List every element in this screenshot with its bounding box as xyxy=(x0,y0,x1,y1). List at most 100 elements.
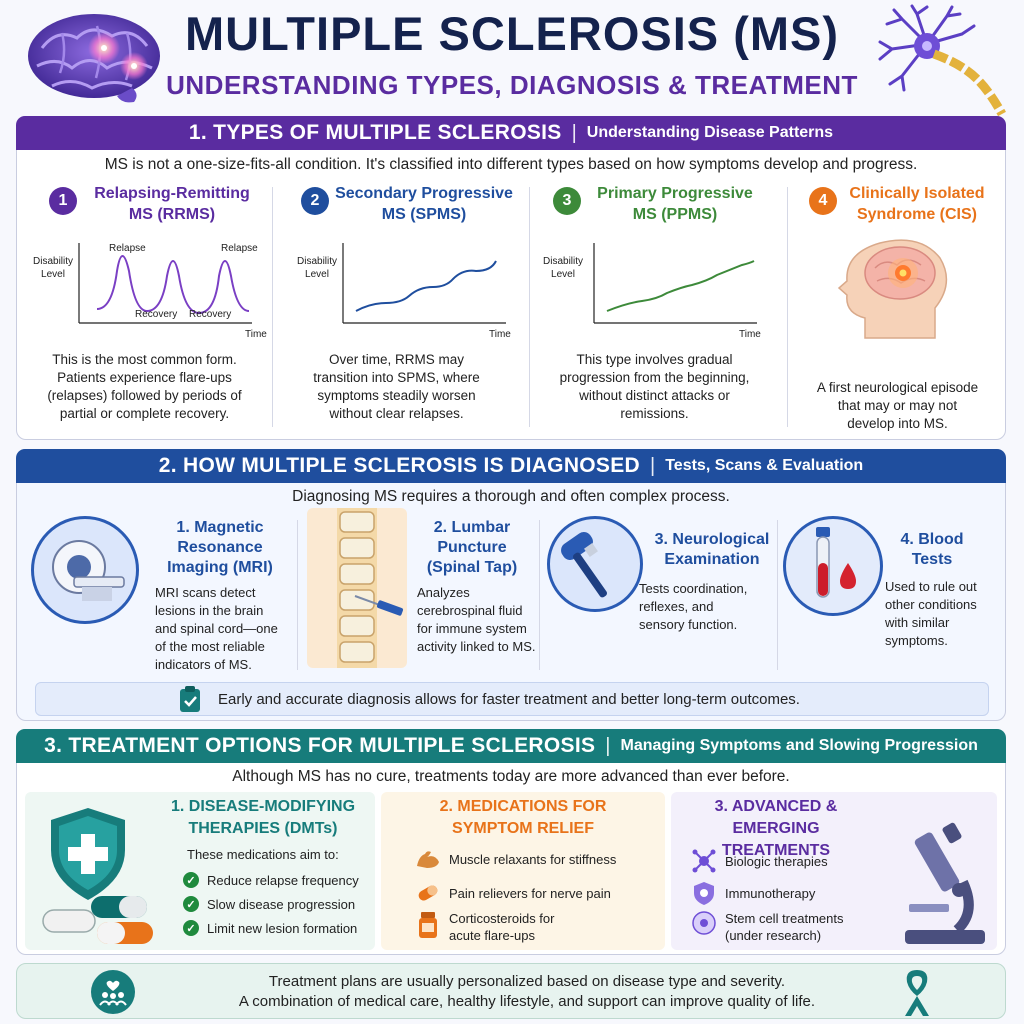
type-number-badge: 2 xyxy=(301,187,329,215)
footer-text: Treatment plans are usually personalized… xyxy=(238,973,816,1010)
check-icon: ✓ xyxy=(183,920,199,936)
diagnosis-note: Early and accurate diagnosis allows for … xyxy=(218,690,800,708)
diagnosis-note-bar: Early and accurate diagnosis allows for … xyxy=(35,682,989,716)
type-description: This is the most common form.Patients ex… xyxy=(47,352,242,421)
spine-needle-icon xyxy=(337,508,404,668)
blood-icon-circle xyxy=(783,516,883,616)
mri-icon-circle xyxy=(31,516,139,624)
support-group-icon xyxy=(91,970,135,1014)
diagnosis-section-header: 2. HOW MULTIPLE SCLEROSIS IS DIAGNOSED |… xyxy=(16,449,1006,483)
dmt-list: ✓Reduce relapse frequency ✓Slow disease … xyxy=(183,872,359,936)
treatment-header-title: 3. TREATMENT OPTIONS FOR MULTIPLE SCLERO… xyxy=(44,734,596,757)
relapse-label: Relapse xyxy=(109,243,146,254)
types-intro: MS is not a one-size-fits-all condition.… xyxy=(104,156,918,173)
clipboard-check-icon xyxy=(178,685,202,713)
page-title: MULTIPLE SCLEROSIS (MS) xyxy=(184,7,839,60)
diagnosis-intro: Diagnosing MS requires a thorough and of… xyxy=(292,488,730,505)
types-header-title: 1. TYPES OF MULTIPLE SCLEROSIS xyxy=(188,121,562,144)
dmt-lead: These medications aim to: xyxy=(187,847,339,862)
header-divider: | xyxy=(605,734,611,757)
list-item: Immunotherapy xyxy=(691,880,815,906)
relapse-label: Relapse xyxy=(221,243,258,254)
list-item: Muscle relaxants for stiffness xyxy=(415,848,616,870)
check-icon: ✓ xyxy=(183,896,199,912)
pill-bottle-icon xyxy=(419,912,437,938)
spine-illustration xyxy=(307,508,407,668)
treatment-intro: Although MS has no cure, treatments toda… xyxy=(232,768,790,785)
x-axis-label: Time xyxy=(739,329,761,340)
blood-tube-icon xyxy=(816,527,856,598)
check-icon: ✓ xyxy=(183,872,199,888)
muscle-arm-icon xyxy=(417,851,439,868)
types-section: 1. TYPES OF MULTIPLE SCLEROSIS | Underst… xyxy=(16,116,1006,440)
stem-cell-icon xyxy=(692,911,716,935)
page-subtitle: UNDERSTANDING TYPES, DIAGNOSIS & TREATME… xyxy=(166,70,858,100)
type-number-badge: 4 xyxy=(809,187,837,215)
pills-icon xyxy=(42,896,153,944)
capsule-icon xyxy=(418,885,438,901)
type-number-badge: 1 xyxy=(49,187,77,215)
recovery-label: Recovery xyxy=(135,309,178,320)
immune-shield-icon xyxy=(694,882,714,905)
column-divider xyxy=(777,520,778,670)
column-divider xyxy=(272,187,273,427)
mri-scanner-icon xyxy=(52,540,125,601)
list-item: Biologic therapies xyxy=(691,848,828,874)
neuro-icon-circle xyxy=(547,516,643,612)
brain-illustration-icon xyxy=(22,8,172,108)
rrms-graph xyxy=(78,243,252,324)
column-divider xyxy=(297,520,298,670)
types-header-subtitle: Understanding Disease Patterns xyxy=(586,124,834,141)
reflex-hammer-icon xyxy=(561,532,608,598)
types-section-header: 1. TYPES OF MULTIPLE SCLEROSIS | Underst… xyxy=(16,116,1006,150)
treatment-section: 3. TREATMENT OPTIONS FOR MULTIPLE SCLERO… xyxy=(16,729,1006,955)
list-item: Stem cell treatments(under research) xyxy=(691,910,844,944)
head-brain-icon xyxy=(837,239,948,339)
diagnosis-header-title: 2. HOW MULTIPLE SCLEROSIS IS DIAGNOSED xyxy=(158,454,640,477)
molecule-icon xyxy=(692,849,716,873)
diagnosis-section: 2. HOW MULTIPLE SCLEROSIS IS DIAGNOSED |… xyxy=(16,449,1006,721)
header-divider: | xyxy=(571,121,577,144)
recovery-label: Recovery xyxy=(189,309,232,320)
ppms-graph xyxy=(593,243,757,324)
column-divider xyxy=(539,520,540,670)
column-divider xyxy=(787,187,788,427)
treatment-section-header: 3. TREATMENT OPTIONS FOR MULTIPLE SCLERO… xyxy=(16,729,1006,763)
diagnosis-header-subtitle: Tests, Scans & Evaluation xyxy=(665,457,864,474)
neuron-illustration-icon xyxy=(872,4,1022,124)
shield-cross-icon xyxy=(51,808,125,900)
header-divider: | xyxy=(650,454,656,477)
column-divider xyxy=(529,187,530,427)
spms-graph xyxy=(342,243,506,324)
x-axis-label: Time xyxy=(489,329,511,340)
list-item: Pain relievers for nerve pain xyxy=(415,882,611,904)
